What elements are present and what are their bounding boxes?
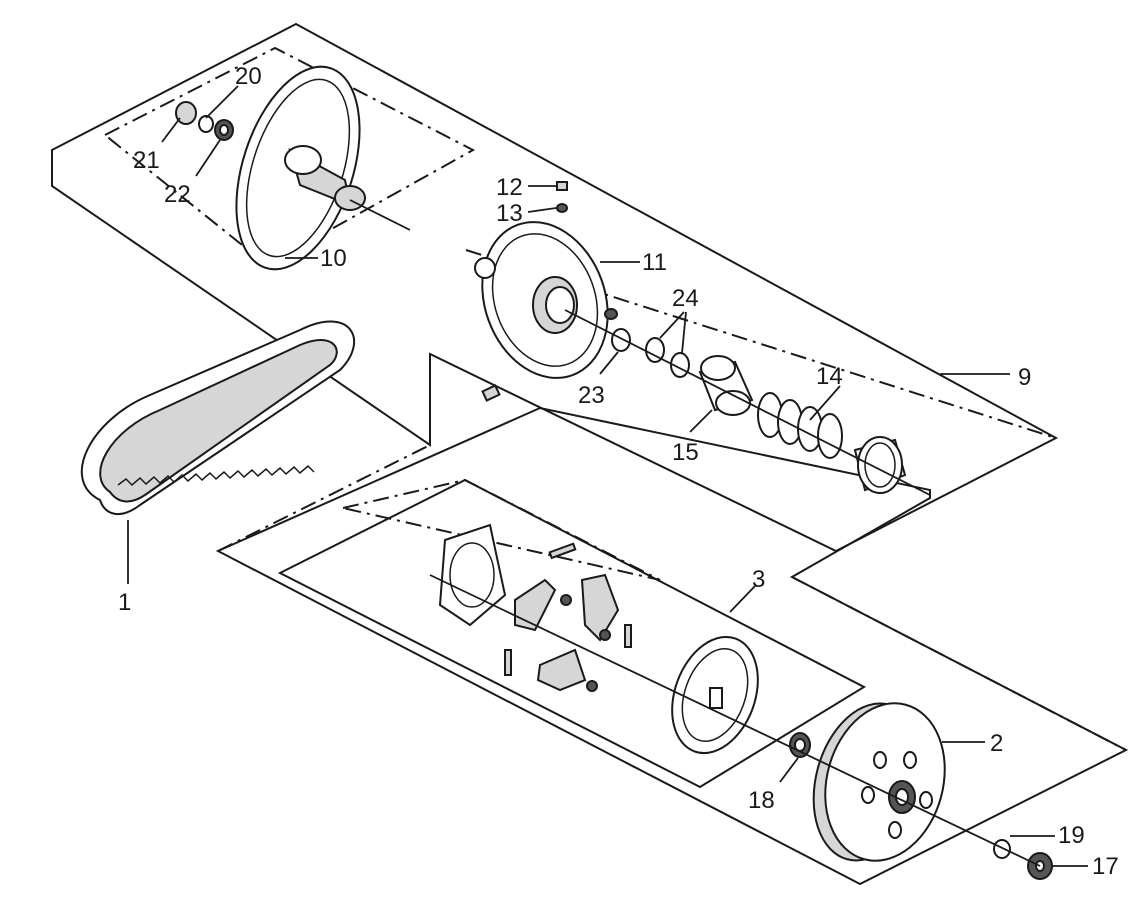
callout-1: 1 — [118, 520, 131, 616]
frame-subassembly-3 — [277, 478, 867, 789]
callout-19: 19 — [1010, 822, 1085, 849]
collar-part-15 — [698, 355, 754, 416]
callout-label-17: 17 — [1092, 853, 1119, 880]
callout-label-15: 15 — [672, 439, 699, 466]
callout-label-23: 23 — [578, 382, 605, 409]
frame-dash-clutch — [791, 576, 1127, 751]
callout-label-21: 21 — [133, 147, 160, 174]
callout-17: 17 — [1052, 853, 1119, 880]
callout-label-19: 19 — [1058, 822, 1085, 849]
frame-assembly-2 — [215, 406, 1129, 886]
fixed-drive-face-part — [235, 65, 366, 271]
spring-seat-part — [853, 436, 907, 494]
clutch-shoe-part — [504, 542, 632, 692]
callout-2: 2 — [942, 730, 1003, 757]
callout-label-12: 12 — [496, 174, 523, 201]
callout-label-2: 2 — [990, 730, 1003, 757]
callout-12: 12 — [496, 174, 556, 201]
frame-subassembly-10 — [103, 46, 476, 267]
callout-13: 13 — [496, 200, 557, 227]
collar-part-21 — [175, 101, 197, 125]
callout-24: 24 — [659, 285, 699, 354]
callout-11: 11 — [600, 249, 667, 276]
callout-label-9: 9 — [1018, 364, 1031, 391]
frame-dash-inner-3 — [342, 478, 661, 581]
screw-part-12 — [556, 181, 568, 191]
o-ring-part-23 — [611, 328, 631, 352]
washer-part-19 — [993, 839, 1011, 859]
callout-9: 9 — [940, 364, 1031, 391]
callout-label-14: 14 — [816, 363, 843, 390]
callout-10: 10 — [285, 245, 347, 272]
callout-label-20: 20 — [235, 63, 262, 90]
clutch-outer-part — [812, 702, 946, 862]
callout-label-11: 11 — [642, 249, 667, 276]
callout-14: 14 — [809, 363, 843, 421]
callout-label-18: 18 — [748, 787, 775, 814]
frame-assembly-9 — [51, 22, 1059, 553]
clutch-plate-part — [438, 523, 507, 627]
callout-22: 22 — [164, 139, 221, 208]
callout-3: 3 — [729, 566, 765, 613]
slider-part — [481, 308, 618, 402]
axis-line-drive — [349, 199, 411, 231]
axis-line-movable — [564, 309, 931, 496]
callout-18: 18 — [748, 757, 799, 814]
callout-label-13: 13 — [496, 200, 523, 227]
callout-15: 15 — [672, 409, 713, 466]
movable-drive-face-part — [474, 221, 609, 379]
callout-label-24: 24 — [672, 285, 699, 312]
callout-label-1: 1 — [118, 589, 131, 616]
frame-dash-lower — [217, 444, 431, 552]
washer-part-13 — [556, 203, 568, 213]
drive-belt-part — [80, 320, 356, 515]
clutch-carrier-part — [671, 635, 759, 755]
callout-label-3: 3 — [752, 566, 765, 593]
spring-part-14 — [757, 392, 843, 459]
callout-label-10: 10 — [320, 245, 347, 272]
callout-20: 20 — [205, 63, 262, 119]
callout-21: 21 — [133, 117, 181, 174]
axis-line-clutch — [429, 574, 1041, 867]
washer-part-20 — [198, 115, 214, 133]
washer-part-18 — [789, 732, 811, 758]
bearing-part-22 — [214, 119, 234, 141]
callout-23: 23 — [578, 351, 619, 409]
callout-label-22: 22 — [164, 181, 191, 208]
